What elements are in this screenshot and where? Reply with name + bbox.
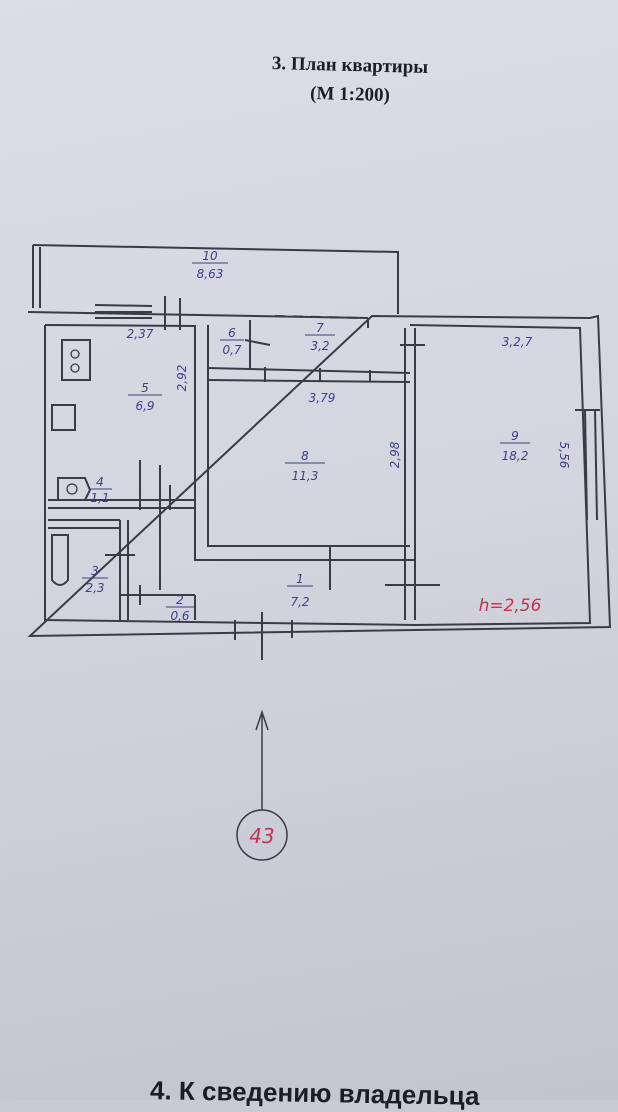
svg-text:0,7: 0,7 — [222, 343, 241, 357]
dim-room9-width: 3,2,7 — [502, 335, 533, 349]
dim-kitchen-width: 2,37 — [127, 327, 154, 341]
svg-text:0,6: 0,6 — [170, 609, 189, 623]
entrance-arrow — [255, 709, 269, 810]
entrance-marker: 43 — [249, 824, 274, 848]
svg-text:6,9: 6,9 — [135, 399, 154, 413]
room-label-2: 20,6 — [166, 593, 194, 623]
room-label-7: 73,2 — [305, 321, 335, 353]
svg-text:1: 1 — [296, 572, 304, 586]
svg-text:3: 3 — [91, 564, 99, 578]
room-label-10: 108,63 — [192, 249, 228, 281]
svg-text:9: 9 — [511, 429, 519, 443]
entrance-circle — [236, 809, 288, 861]
room-label-6: 60,7 — [220, 326, 244, 357]
svg-text:3,2: 3,2 — [310, 339, 329, 353]
svg-text:5: 5 — [141, 381, 149, 395]
svg-text:10: 10 — [202, 249, 218, 263]
svg-text:4: 4 — [96, 475, 104, 489]
svg-text:18,2: 18,2 — [502, 449, 529, 463]
svg-text:8: 8 — [301, 449, 309, 463]
room-label-1: 17,2 — [287, 572, 313, 609]
dim-kitchen-length: 2,92 — [175, 365, 189, 392]
svg-text:1,1: 1,1 — [90, 491, 109, 505]
svg-text:8,63: 8,63 — [197, 267, 224, 281]
svg-text:11,3: 11,3 — [292, 469, 319, 483]
dim-room8-length: 2,98 — [388, 441, 402, 468]
room-label-4: 41,1 — [90, 475, 112, 505]
ceiling-height: h=2,56 — [479, 596, 542, 616]
svg-text:2: 2 — [176, 593, 184, 607]
room-label-5: 56,9 — [128, 381, 162, 413]
section-heading: 4. К сведению владельца — [149, 1075, 480, 1111]
dim-room9-length: 5,56 — [557, 442, 571, 469]
balcony-wall — [32, 244, 399, 314]
outer-wall — [27, 311, 612, 638]
room-label-8: 811,3 — [285, 449, 325, 483]
room-label-9: 918,2 — [500, 429, 530, 463]
svg-text:7,2: 7,2 — [290, 595, 309, 609]
dim-room8-width: 3,79 — [309, 391, 336, 405]
room-label-3: 32,3 — [82, 564, 108, 595]
svg-text:6: 6 — [228, 326, 236, 340]
svg-text:7: 7 — [316, 321, 324, 335]
svg-text:2,3: 2,3 — [85, 581, 104, 595]
